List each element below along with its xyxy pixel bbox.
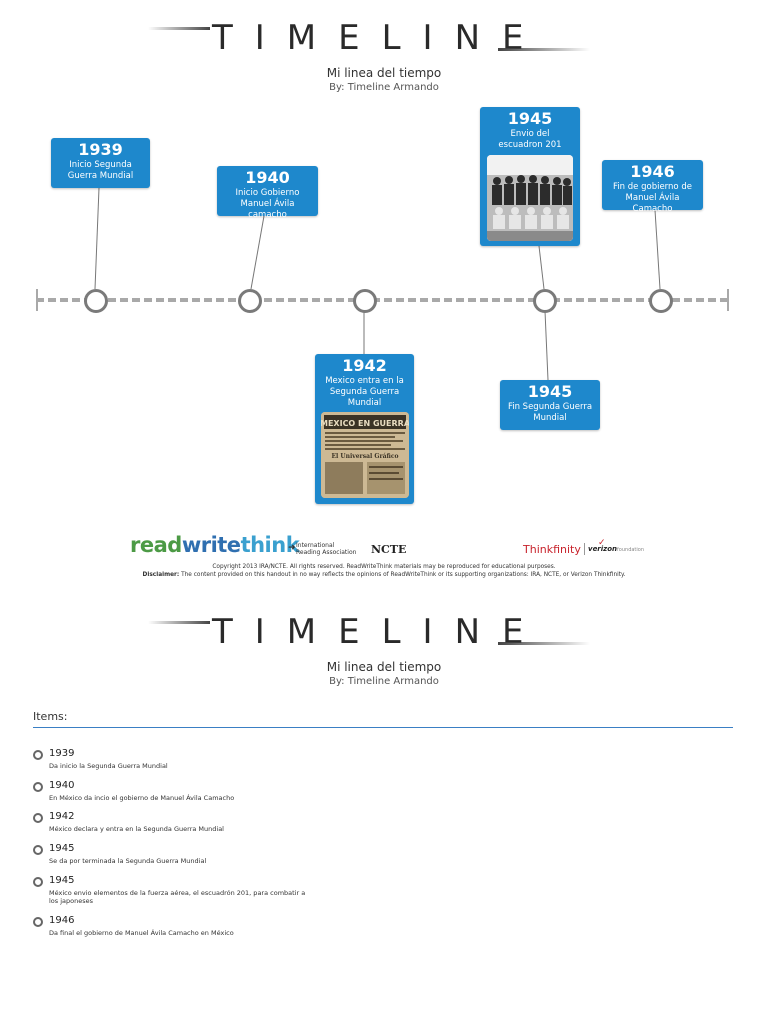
timeline-node-1939[interactable] [84, 289, 108, 313]
copyright-text: Copyright 2013 IRA/NCTE. All rights rese… [212, 564, 556, 570]
item-desc: Da final el gobierno de Manuel Ávila Cam… [49, 929, 234, 937]
header-title: TIMELINE [212, 612, 546, 652]
event-desc: Inicio Gobierno Manuel Ávila camacho [235, 188, 300, 220]
timeline-node-1945[interactable] [533, 289, 557, 313]
timeline-start-tick [36, 289, 38, 311]
connector-1945-fin [544, 310, 549, 381]
items-title: Items: [33, 710, 68, 723]
header-byline: By: Timeline Armando [329, 676, 439, 687]
item-desc: Se da por terminada la Segunda Guerra Mu… [49, 857, 207, 865]
header-line-left [148, 621, 210, 624]
newspaper-image: ¡MEXICO EN GUERRA! El Universal Gráfico [320, 412, 409, 498]
items-divider [33, 727, 733, 728]
event-card-1945-fin[interactable]: 1945 Fin Segunda Guerra Mundial [500, 380, 600, 430]
ira-logo[interactable]: International Reading Association [296, 542, 357, 556]
event-card-1939[interactable]: 1939 Inicio Segunda Guerra Mundial [51, 138, 150, 188]
newspaper-headline: ¡MEXICO EN GUERRA! [321, 419, 409, 428]
header-subtitle: Mi linea del tiempo [326, 660, 442, 674]
connector-1945-escuadron [538, 245, 545, 290]
ira-logo-icon: ➜ [288, 543, 296, 553]
event-desc: Mexico entra en la Segunda Guerra Mundia… [325, 376, 404, 408]
event-card-1946[interactable]: 1946 Fin de gobierno de Manuel Ávila Cam… [602, 160, 703, 214]
timeline-header: TIMELINE Mi linea del tiempo By: Timelin… [0, 0, 768, 110]
verizon-logo[interactable]: verizonfoundation [588, 545, 645, 553]
event-desc: Inicio Segunda Guerra Mundial [67, 160, 134, 181]
item-year: 1946 [49, 915, 75, 926]
timeline-node-1946[interactable] [649, 289, 673, 313]
event-card-1940[interactable]: 1940 Inicio Gobierno Manuel Ávila camach… [217, 166, 318, 220]
item-desc: México declara y entra en la Segunda Gue… [49, 825, 224, 833]
timeline-end-tick [727, 289, 729, 311]
squadron-image [487, 155, 573, 241]
newspaper-photo: ¡MEXICO EN GUERRA! El Universal Gráfico [320, 412, 409, 498]
connector-1946 [654, 209, 661, 290]
header-title: TIMELINE [212, 18, 546, 58]
bullet-circle-icon [33, 877, 43, 887]
event-year: 1946 [630, 162, 675, 181]
header-line-right [498, 642, 590, 645]
item-desc: México envio elementos de la fuerza aére… [49, 889, 306, 905]
connector-1940 [250, 215, 265, 290]
timeline-node-1942[interactable] [353, 289, 377, 313]
ncte-logo[interactable]: NCTE [371, 543, 407, 556]
event-card-1945-escuadron[interactable]: 1945 Envio del escuadron 201 [480, 107, 580, 246]
timeline-node-1940[interactable] [238, 289, 262, 313]
readwritethink-logo[interactable]: readwritethink [130, 533, 300, 557]
header-line-right [498, 48, 590, 51]
header-subtitle: Mi linea del tiempo [326, 66, 442, 80]
connector-1939 [94, 187, 100, 290]
item-year: 1939 [49, 748, 75, 759]
bullet-circle-icon [33, 750, 43, 760]
disclaimer-text: Disclaimer: The content provided on this… [142, 572, 626, 578]
logo-divider [584, 543, 585, 555]
timeline-header-2: TIMELINE Mi linea del tiempo By: Timelin… [0, 594, 768, 704]
newspaper-masthead: El Universal Gráfico [331, 453, 398, 460]
event-year: 1939 [78, 140, 123, 159]
event-card-1942[interactable]: 1942 Mexico entra en la Segunda Guerra M… [315, 354, 414, 504]
event-year: 1945 [507, 109, 553, 128]
verizon-check-icon: ✓ [598, 538, 606, 548]
item-year: 1945 [49, 875, 75, 886]
item-desc: En México da incio el gobierno de Manuel… [49, 794, 235, 802]
item-year: 1945 [49, 843, 75, 854]
item-year: 1940 [49, 780, 75, 791]
bullet-circle-icon [33, 782, 43, 792]
event-desc: Envio del escuadron 201 [498, 129, 562, 150]
header-line-left [148, 27, 210, 30]
thinkfinity-logo[interactable]: Thinkfinity [523, 543, 581, 556]
squadron-photo [487, 155, 573, 241]
bullet-circle-icon [33, 917, 43, 927]
event-year: 1942 [342, 356, 387, 375]
header-byline: By: Timeline Armando [329, 82, 439, 93]
event-year: 1940 [245, 168, 290, 187]
bullet-circle-icon [33, 845, 43, 855]
item-year: 1942 [49, 811, 75, 822]
event-year: 1945 [527, 382, 573, 401]
event-desc: Fin de gobierno de Manuel Ávila Camacho [613, 182, 692, 214]
item-desc: Da inicio la Segunda Guerra Mundial [49, 762, 168, 770]
timeline-axis [36, 298, 728, 302]
connector-lines [94, 187, 661, 381]
event-desc: Fin Segunda Guerra Mundial [507, 402, 593, 423]
bullet-circle-icon [33, 813, 43, 823]
